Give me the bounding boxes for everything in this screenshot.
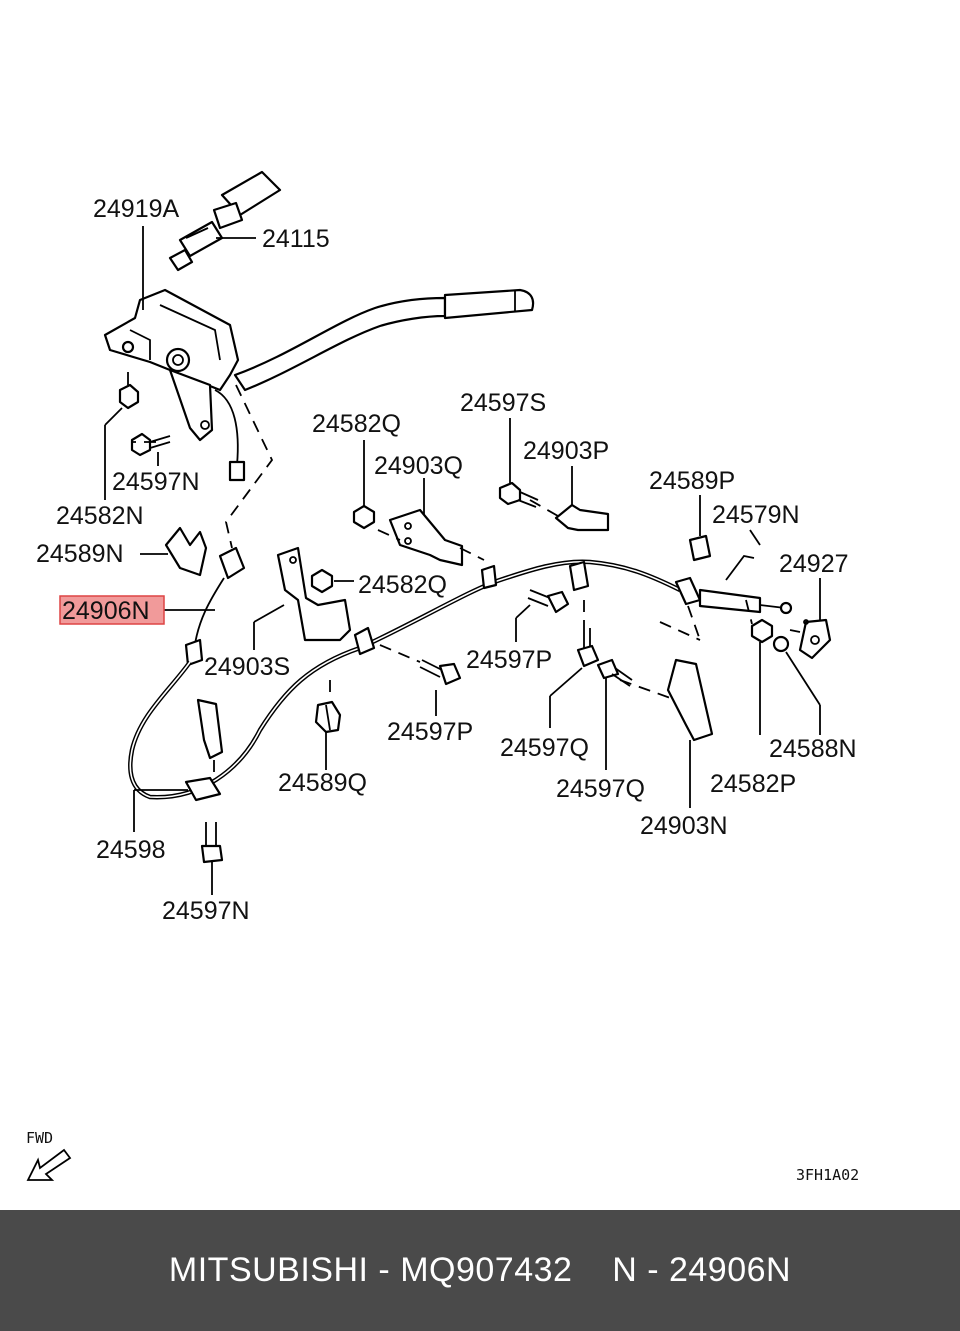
fwd-indicator: FWD bbox=[26, 1129, 72, 1181]
label-24597S: 24597S bbox=[460, 389, 546, 417]
nut-24582Q-mid bbox=[310, 568, 334, 594]
highlight-24906N bbox=[59, 595, 165, 625]
label-24589Q: 24589Q bbox=[278, 769, 367, 797]
label-24903P: 24903P bbox=[523, 437, 609, 465]
clip-24589P bbox=[688, 534, 712, 562]
bolt-24597N-top bbox=[130, 432, 171, 457]
end-hardware bbox=[750, 618, 832, 660]
bolts-24597Q bbox=[576, 628, 633, 687]
label-24582N: 24582N bbox=[56, 502, 144, 530]
bolt-24597N-bottom bbox=[200, 822, 224, 864]
grommet-24589Q bbox=[314, 700, 342, 734]
label-24582Q-mid: 24582Q bbox=[358, 571, 447, 599]
label-24903S: 24903S bbox=[204, 653, 290, 681]
label-24589N: 24589N bbox=[36, 540, 124, 568]
nut-24582Q-top bbox=[352, 504, 376, 530]
part-caption: MITSUBISHI - MQ907432 N - 24906N bbox=[168, 1251, 792, 1289]
label-24597P-mid: 24597P bbox=[387, 718, 473, 746]
label-24597N-bottom: 24597N bbox=[162, 897, 250, 925]
fwd-arrow-icon bbox=[26, 1148, 72, 1181]
bracket-24598 bbox=[184, 698, 224, 802]
bolt-24597P-right bbox=[527, 589, 570, 614]
bracket-24903N bbox=[666, 658, 714, 742]
leader-lines bbox=[104, 226, 821, 895]
parts-diagram: 24919A 24115 24582N 24597N 24589N 24906N… bbox=[26, 170, 859, 1184]
nut-24582N bbox=[118, 372, 140, 410]
assembly-lines bbox=[132, 384, 801, 780]
bolt-24597S bbox=[498, 481, 539, 508]
fwd-label: FWD bbox=[26, 1129, 53, 1147]
label-24919A: 24919A bbox=[93, 195, 180, 223]
label-24903Q: 24903Q bbox=[374, 452, 463, 480]
label-24579N: 24579N bbox=[712, 501, 800, 529]
bracket-24903Q bbox=[388, 508, 464, 567]
parking-brake-lever-assembly bbox=[103, 288, 535, 482]
bolt-24597P-mid bbox=[419, 659, 462, 686]
part-caption-bar: MITSUBISHI - MQ907432 N - 24906N bbox=[0, 1210, 960, 1331]
label-24927: 24927 bbox=[779, 550, 849, 578]
label-24597Q-b: 24597Q bbox=[556, 775, 645, 803]
label-24598: 24598 bbox=[96, 836, 166, 864]
label-24903N: 24903N bbox=[640, 812, 728, 840]
cable-24906N bbox=[128, 546, 793, 800]
label-24588N: 24588N bbox=[769, 735, 857, 763]
diagram-code: 3FH1A02 bbox=[796, 1166, 859, 1184]
label-24582P: 24582P bbox=[710, 770, 796, 798]
label-24597N-top: 24597N bbox=[112, 468, 200, 496]
label-24906N: 24906N bbox=[62, 597, 150, 625]
label-24597P-right: 24597P bbox=[466, 646, 552, 674]
pin-24579N bbox=[725, 555, 755, 581]
label-24597Q-a: 24597Q bbox=[500, 734, 589, 762]
brake-switch bbox=[168, 170, 282, 272]
label-24115: 24115 bbox=[262, 225, 330, 253]
bracket-24903P bbox=[554, 503, 610, 532]
label-24589P: 24589P bbox=[649, 467, 735, 495]
clamp-24589N bbox=[164, 526, 208, 577]
bracket-24903S bbox=[276, 546, 352, 642]
label-24582Q-top: 24582Q bbox=[312, 410, 401, 438]
cable-clips bbox=[353, 560, 590, 656]
